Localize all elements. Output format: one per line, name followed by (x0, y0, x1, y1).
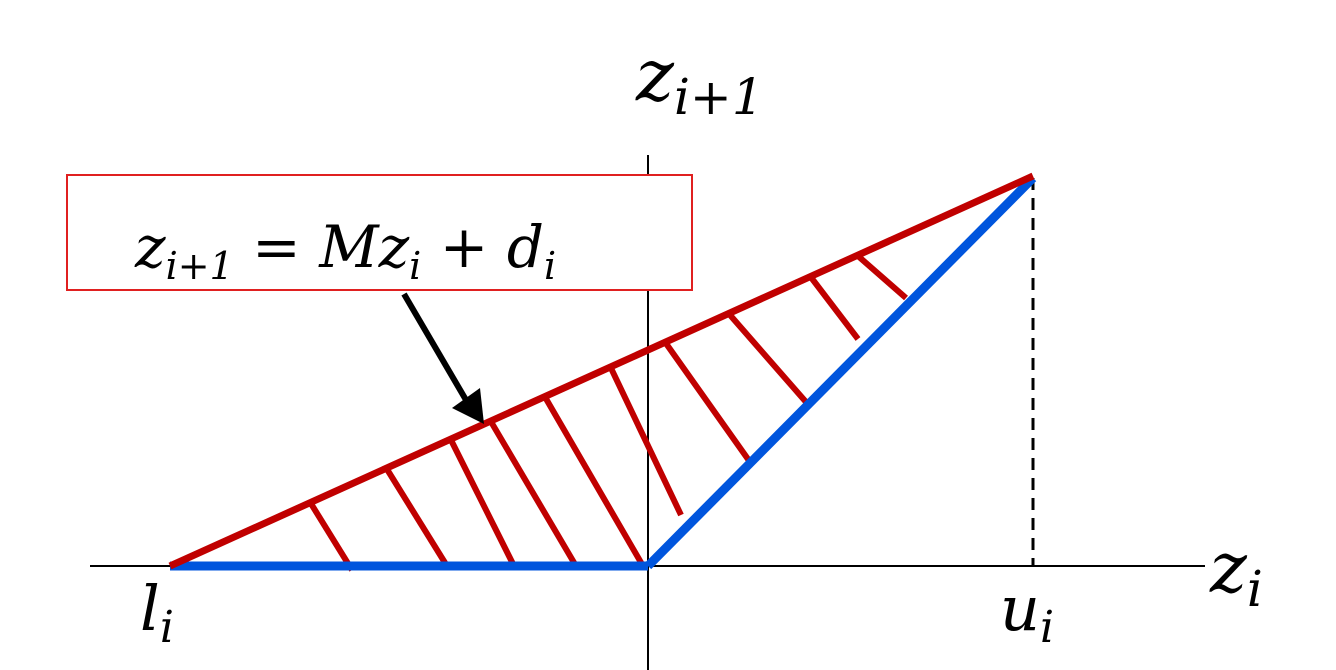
relaxation-upper-line (168, 172, 1035, 570)
y-axis-label-subscript: i+1 (674, 68, 764, 126)
annotation-arrow-shaft (401, 292, 469, 402)
lower-bound-subscript: i (160, 602, 174, 653)
equation-equals: = (234, 213, 319, 281)
y-axis-label-main: z (635, 33, 675, 117)
equation-term2: d (507, 213, 544, 281)
x-axis-label-main: z (1209, 527, 1248, 609)
upper-bound-main: u (1000, 572, 1040, 645)
hatch-line (727, 313, 809, 404)
lower-bound-label: li (140, 572, 174, 653)
relu-slope-segment (644, 174, 1037, 570)
equation-box (66, 174, 693, 291)
equation-plus: + (421, 213, 506, 281)
hatch-line (307, 500, 355, 572)
upper-bound-label: ui (1000, 572, 1054, 653)
hatch-line (382, 464, 450, 568)
equation-term2-subscript: i (544, 244, 556, 288)
hatch-line (447, 436, 516, 566)
annotation-arrow-head (452, 388, 484, 424)
hatch-line (807, 274, 861, 341)
hatch-line (856, 253, 908, 301)
equation-text: zi+1 = Mzi + di (134, 213, 556, 288)
lower-bound-main: l (140, 572, 160, 645)
x-axis-label: zi (1209, 527, 1263, 618)
equation-term1-subscript: i (409, 244, 421, 288)
equation-term1: Mz (318, 213, 409, 281)
y-axis-label: zi+1 (635, 33, 764, 126)
equation-lhs: z (134, 213, 166, 281)
relaxation-hatch (307, 253, 908, 572)
hatch-line (607, 364, 684, 517)
equation-lhs-subscript: i+1 (166, 244, 234, 288)
hatch-line (662, 340, 753, 464)
hatch-line (487, 418, 579, 568)
upper-bound-subscript: i (1040, 602, 1054, 653)
x-axis-label-subscript: i (1247, 560, 1263, 618)
hatch-line (542, 395, 646, 568)
